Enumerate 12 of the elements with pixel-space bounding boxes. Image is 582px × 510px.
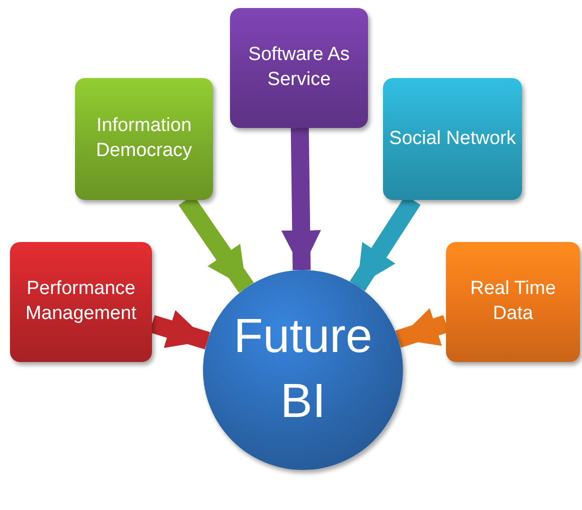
topic-box bbox=[446, 242, 580, 362]
topic-label: Social Network bbox=[388, 126, 517, 151]
topic-label: Software As Service bbox=[247, 43, 351, 92]
topic-box bbox=[10, 242, 152, 362]
topic-box bbox=[383, 78, 522, 200]
topic-label: Information Democracy bbox=[94, 114, 194, 163]
topic-label: Future BI bbox=[232, 309, 374, 430]
topic-box bbox=[230, 8, 368, 128]
block-arrow bbox=[281, 128, 321, 270]
topic-label: Real Time Data bbox=[469, 277, 557, 326]
topic-label: Performance Management bbox=[24, 277, 138, 326]
topic-box bbox=[75, 78, 213, 200]
